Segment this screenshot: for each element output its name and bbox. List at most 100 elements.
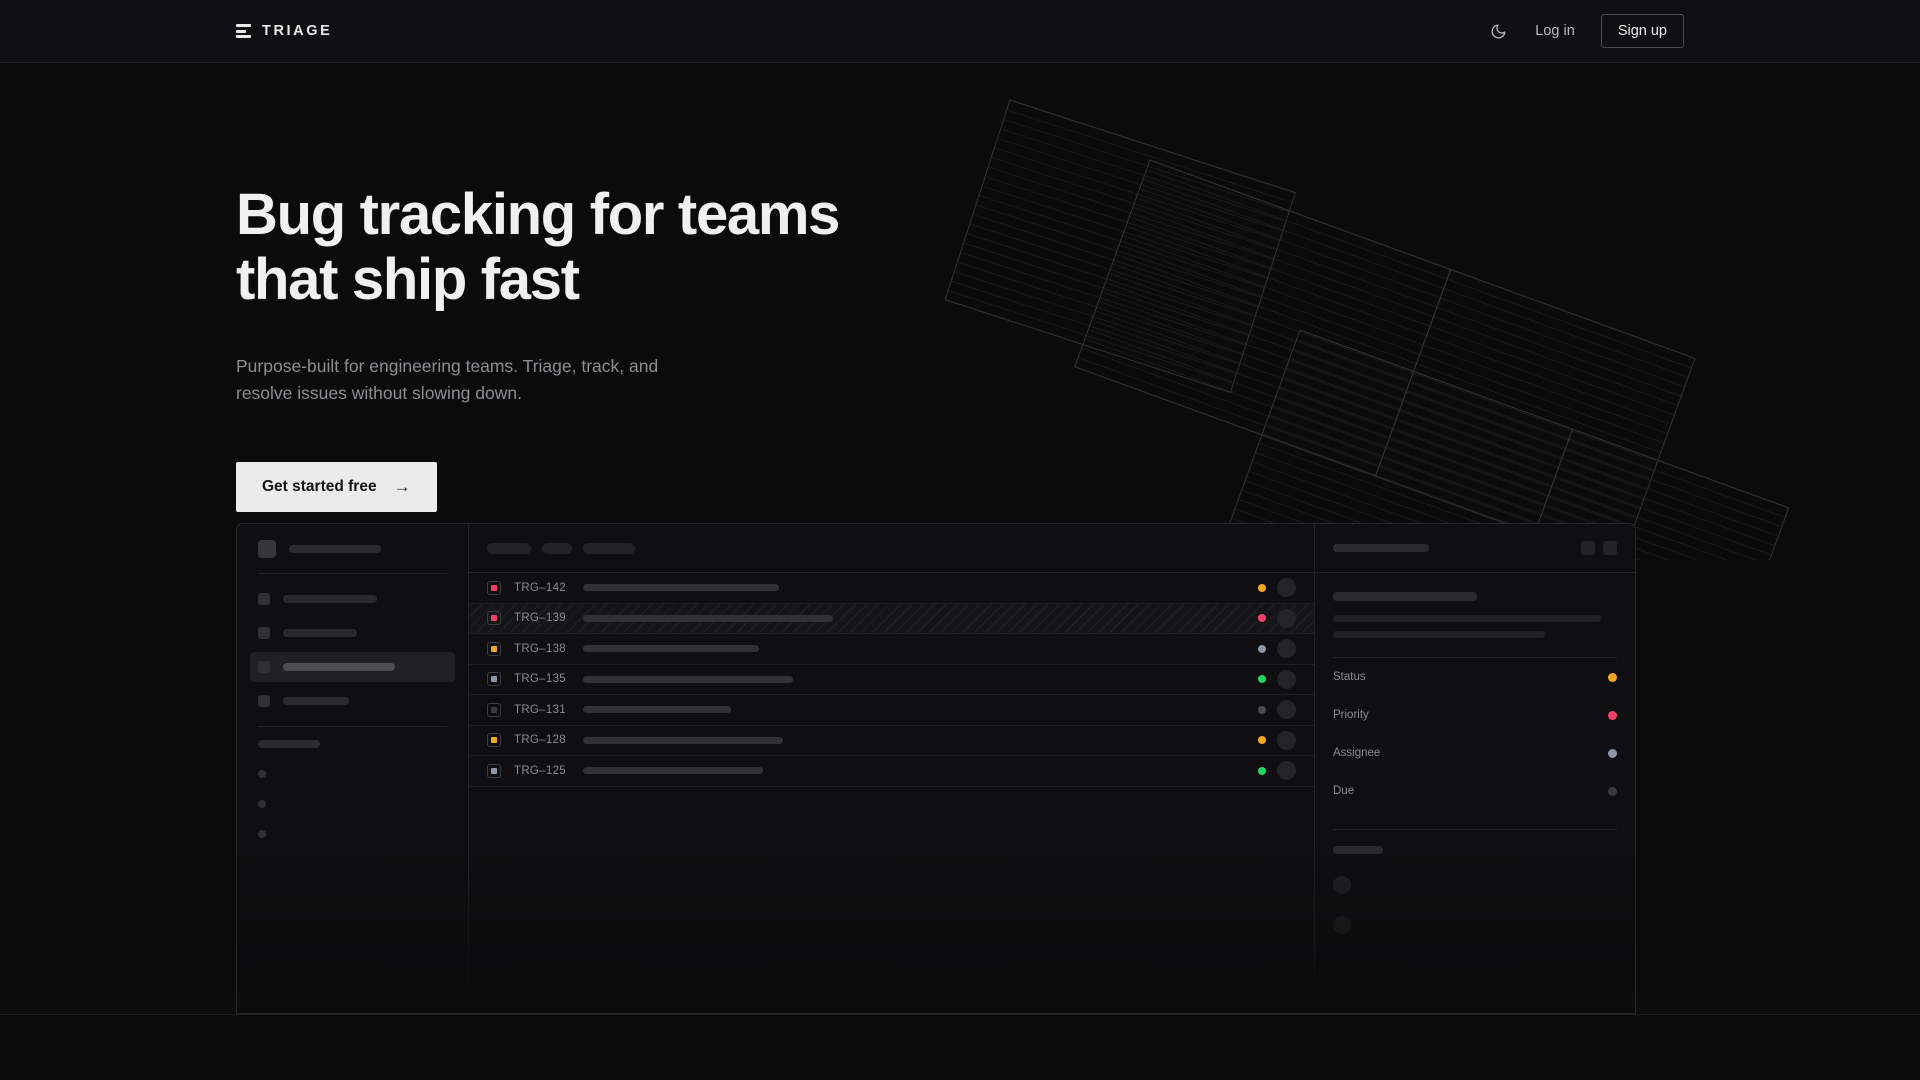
activity-avatar xyxy=(1333,876,1351,894)
filter-chip-2[interactable] xyxy=(542,542,572,554)
sidebar-sub-item[interactable] xyxy=(258,800,266,808)
priority-icon xyxy=(487,611,501,626)
sidebar-section-label-skeleton xyxy=(258,740,320,748)
brand-name: TRIAGE xyxy=(262,23,333,39)
issue-row[interactable]: TRG–142 xyxy=(469,573,1314,604)
assignee-avatar xyxy=(1277,761,1296,781)
issue-title-skeleton xyxy=(583,736,783,744)
detail-header-button-2[interactable] xyxy=(1603,541,1617,555)
brand-logo[interactable]: TRIAGE xyxy=(236,23,332,39)
moon-icon[interactable] xyxy=(1487,20,1509,42)
mock-sidebar-nav xyxy=(237,574,468,726)
issue-title-skeleton xyxy=(583,584,779,592)
triage-logo-icon xyxy=(236,24,251,38)
issue-row[interactable]: TRG–138 xyxy=(469,634,1314,665)
detail-header-buttons xyxy=(1581,541,1617,555)
detail-activity xyxy=(1333,830,1617,934)
issue-id: TRG–128 xyxy=(514,734,566,747)
property-value-dot xyxy=(1608,748,1617,758)
issue-row[interactable]: TRG–135 xyxy=(469,665,1314,695)
issue-title-skeleton xyxy=(583,767,763,775)
issue-row[interactable]: TRG–128 xyxy=(469,726,1314,756)
issue-id: TRG–139 xyxy=(514,612,566,625)
detail-description-skeleton xyxy=(1333,615,1617,638)
status-dot xyxy=(1258,614,1266,623)
sidebar-sub-item[interactable] xyxy=(258,830,266,838)
property-label: Due xyxy=(1333,785,1355,797)
issue-row-meta xyxy=(1258,669,1296,689)
activity-avatar xyxy=(1333,916,1351,934)
mock-sidebar-workspace[interactable] xyxy=(237,524,468,573)
detail-header-skeleton xyxy=(1333,544,1429,552)
detail-header-button-1[interactable] xyxy=(1581,541,1595,555)
issue-row[interactable]: TRG–139 xyxy=(469,603,1314,634)
status-dot xyxy=(1258,675,1266,684)
issue-row[interactable]: TRG–131 xyxy=(469,695,1314,726)
issue-row-meta xyxy=(1258,700,1296,720)
description-line-skeleton xyxy=(1333,615,1601,622)
property-value-dot xyxy=(1608,786,1617,796)
mock-sidebar-section xyxy=(237,727,468,838)
priority-icon xyxy=(487,672,501,687)
property-label: Status xyxy=(1333,671,1366,683)
issue-title-skeleton xyxy=(583,645,759,653)
hero-subheading-line-1: Purpose-built for engineering teams. Tri… xyxy=(236,355,659,376)
activity-label-skeleton xyxy=(1333,846,1383,854)
issue-row-meta xyxy=(1258,639,1296,659)
assignee-avatar xyxy=(1277,669,1296,689)
get-started-label: Get started free xyxy=(262,478,377,496)
filter-chip-3[interactable] xyxy=(583,542,635,554)
sidebar-divider-bottom xyxy=(258,726,447,727)
get-started-button[interactable]: Get started free → xyxy=(236,462,437,513)
page-title: Bug tracking for teams that ship fast xyxy=(236,182,876,313)
issue-id: TRG–142 xyxy=(514,581,566,594)
assignee-avatar xyxy=(1277,578,1296,598)
sidebar-item-icon xyxy=(258,695,270,707)
sidebar-item-icon xyxy=(258,593,270,605)
property-row[interactable]: Status xyxy=(1333,658,1617,696)
status-dot xyxy=(1258,644,1266,653)
assignee-avatar xyxy=(1277,730,1296,750)
filter-chip-1[interactable] xyxy=(487,542,531,554)
sidebar-item-nav-item-3[interactable] xyxy=(250,652,455,682)
priority-icon xyxy=(487,733,501,748)
property-value-dot xyxy=(1608,710,1617,720)
property-row[interactable]: Due xyxy=(1333,772,1617,810)
status-dot xyxy=(1258,583,1266,592)
section-divider xyxy=(0,1014,1920,1015)
signup-button[interactable]: Sign up xyxy=(1600,14,1684,48)
hero-subheading-line-2: resolve issues without slowing down. xyxy=(236,383,522,404)
priority-icon xyxy=(487,702,501,717)
issue-row-meta xyxy=(1258,578,1296,598)
sidebar-item-label-skeleton xyxy=(283,595,377,603)
mock-workspace-avatar xyxy=(258,539,276,558)
sidebar-sub-item[interactable] xyxy=(258,770,266,778)
sidebar-item-label-skeleton xyxy=(283,697,349,705)
sidebar-item-nav-item-1[interactable] xyxy=(250,584,455,614)
hero-heading-line-1: Bug tracking for teams xyxy=(236,182,840,247)
hero-section: Bug tracking for teams that ship fast Pu… xyxy=(0,63,1920,513)
assignee-avatar xyxy=(1277,700,1296,720)
priority-icon xyxy=(487,580,501,595)
sidebar-item-nav-item-4[interactable] xyxy=(250,686,455,716)
priority-icon xyxy=(487,641,501,656)
sidebar-item-icon xyxy=(258,627,270,639)
sidebar-item-nav-item-2[interactable] xyxy=(250,618,455,648)
issue-id: TRG–138 xyxy=(514,642,566,655)
property-label: Priority xyxy=(1333,709,1369,721)
issue-row[interactable]: TRG–125 xyxy=(469,756,1314,787)
status-dot xyxy=(1258,766,1266,775)
property-row[interactable]: Priority xyxy=(1333,696,1617,734)
hero-subheading: Purpose-built for engineering teams. Tri… xyxy=(236,353,716,407)
hero-heading-line-2: that ship fast xyxy=(236,246,580,312)
issue-list-toolbar xyxy=(469,524,1314,573)
issue-row-meta xyxy=(1258,608,1296,628)
property-row[interactable]: Assignee xyxy=(1333,734,1617,772)
sidebar-item-label-skeleton xyxy=(283,629,357,637)
login-link[interactable]: Log in xyxy=(1535,23,1575,39)
